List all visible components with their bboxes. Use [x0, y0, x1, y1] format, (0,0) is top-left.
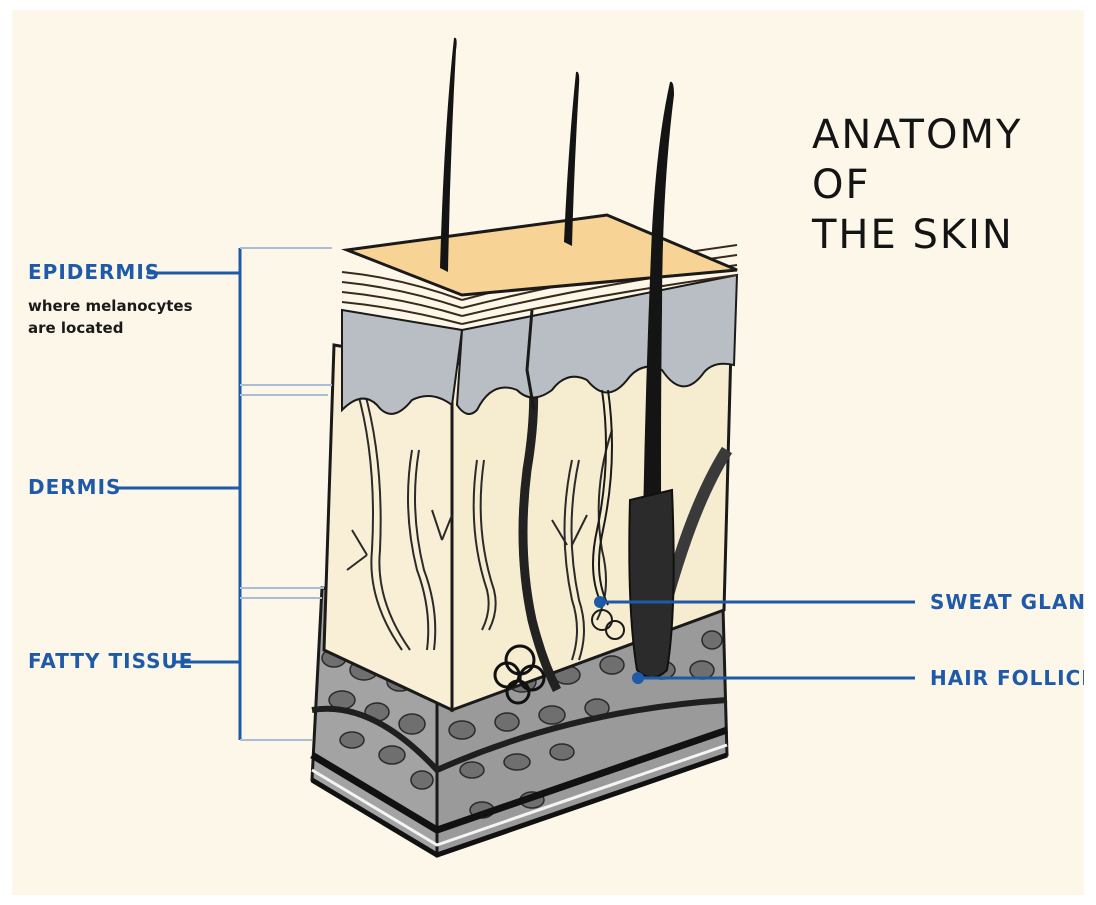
label-sweat-gland: SWEAT GLAND	[930, 590, 1084, 614]
diagram-canvas: ANATOMY OF THE SKIN EPIDERMIS where mela…	[12, 10, 1084, 895]
sweat-gland-marker	[594, 596, 606, 608]
label-dermis: DERMIS	[28, 475, 121, 499]
label-epidermis-note-1: where melanocytes	[28, 296, 193, 316]
label-epidermis-note-2: are located	[28, 318, 123, 338]
title-line-2: THE SKIN	[812, 212, 1014, 258]
label-epidermis: EPIDERMIS	[28, 260, 160, 284]
epidermis-layer	[342, 215, 737, 414]
label-hair-follicle: HAIR FOLLICLE	[930, 666, 1084, 690]
diagram-title: ANATOMY OF THE SKIN	[812, 110, 1084, 260]
label-fatty-tissue: FATTY TISSUE	[28, 649, 193, 673]
title-line-1: ANATOMY OF	[812, 112, 1022, 208]
hair-follicle-icon	[629, 490, 673, 678]
hair-follicle-marker	[632, 672, 644, 684]
